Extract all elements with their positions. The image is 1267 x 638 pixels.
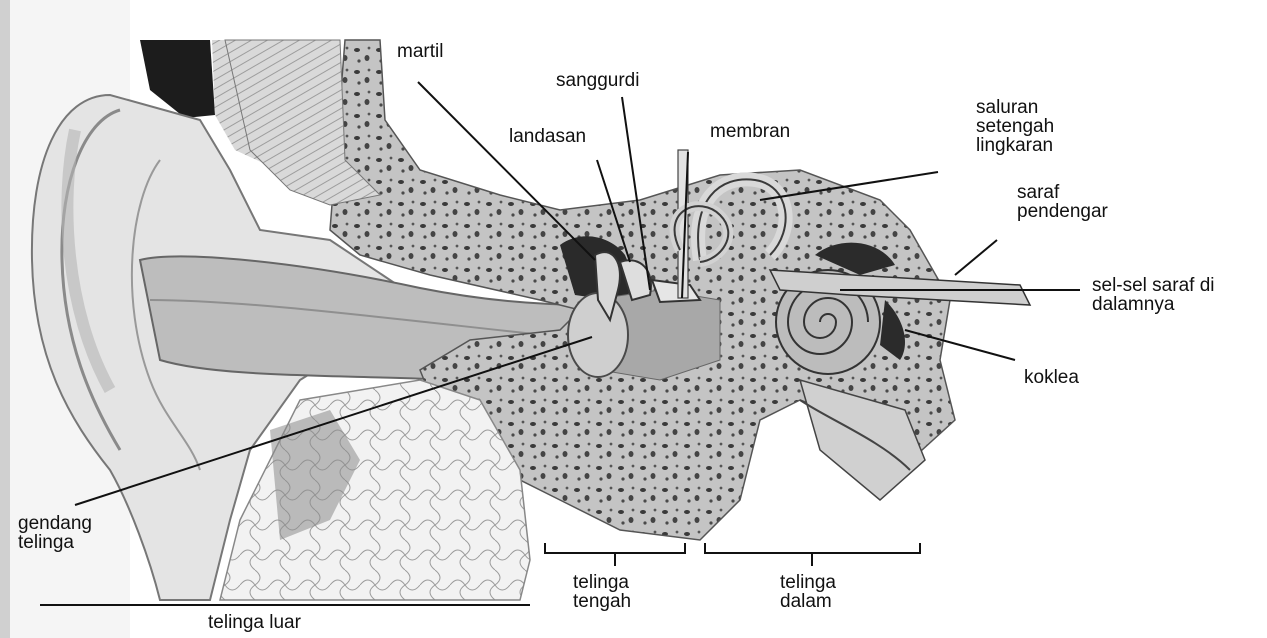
label-saraf-line1: saraf xyxy=(1017,183,1108,202)
label-saraf-line2: pendengar xyxy=(1017,202,1108,221)
label-telinga-dalam-line2: dalam xyxy=(780,592,836,611)
label-saluran-line2: setengah xyxy=(976,117,1054,136)
label-martil: martil xyxy=(397,42,443,61)
label-sanggurdi: sanggurdi xyxy=(556,71,639,90)
label-sel-sel-saraf: sel-sel saraf di dalamnya xyxy=(1092,276,1215,314)
label-gendang-line1: gendang xyxy=(18,514,92,533)
label-koklea: koklea xyxy=(1024,368,1079,387)
label-telinga-tengah: telinga tengah xyxy=(573,573,631,611)
pointer-saraf xyxy=(955,240,997,275)
label-telinga-dalam-line1: telinga xyxy=(780,573,836,592)
label-landasan: landasan xyxy=(509,127,586,146)
label-gendang-telinga: gendang telinga xyxy=(18,514,92,552)
label-telinga-luar: telinga luar xyxy=(208,613,301,632)
label-sel-saraf-line2: dalamnya xyxy=(1092,295,1215,314)
label-saluran-line1: saluran xyxy=(976,98,1054,117)
label-telinga-tengah-line1: telinga xyxy=(573,573,631,592)
label-gendang-line2: telinga xyxy=(18,533,92,552)
label-saraf-pendengar: saraf pendengar xyxy=(1017,183,1108,221)
eardrum xyxy=(568,293,628,377)
label-telinga-dalam: telinga dalam xyxy=(780,573,836,611)
label-sel-saraf-line1: sel-sel saraf di xyxy=(1092,276,1215,295)
label-telinga-tengah-line2: tengah xyxy=(573,592,631,611)
bracket-telinga-tengah xyxy=(545,543,685,566)
label-saluran-setengah-lingkaran: saluran setengah lingkaran xyxy=(976,98,1054,155)
label-membran: membran xyxy=(710,122,790,141)
bracket-telinga-dalam xyxy=(705,543,920,566)
label-saluran-line3: lingkaran xyxy=(976,136,1054,155)
